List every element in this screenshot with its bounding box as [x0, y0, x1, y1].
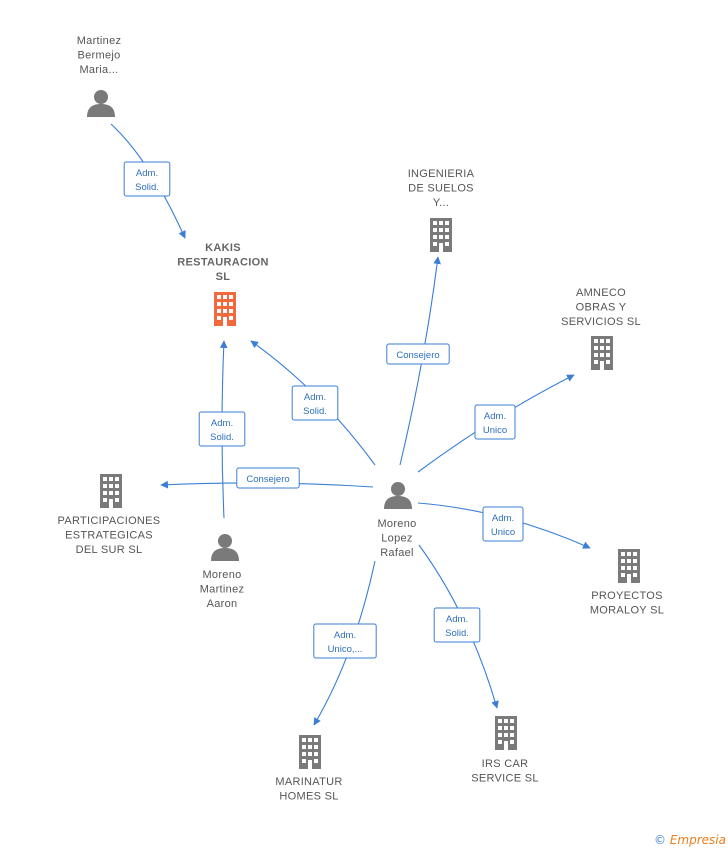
- company-building-icon[interactable]: [591, 336, 613, 370]
- node-label[interactable]: Martinez: [200, 584, 245, 596]
- node-label[interactable]: Moreno: [377, 518, 416, 530]
- edge-label-text: Unico: [483, 425, 507, 436]
- node-label[interactable]: INGENIERIA: [408, 168, 475, 180]
- node-label[interactable]: IRS CAR: [482, 758, 529, 770]
- edge-label-box[interactable]: [123, 161, 171, 197]
- node-proyectos[interactable]: PROYECTOS MORALOY SL: [590, 549, 664, 617]
- edge-label-text: Adm.: [446, 614, 468, 625]
- node-label[interactable]: Rafael: [380, 547, 414, 559]
- edge-moreno_lopez-to-ingenieria: Consejero: [386, 256, 450, 466]
- edge-moreno_lopez-to-irs: Adm. Solid.: [418, 544, 499, 709]
- edge-moreno_lopez-to-proyectos: Adm. Unico: [417, 502, 591, 549]
- edge-martinez_bermejo-to-kakis: Adm. Solid.: [110, 123, 186, 239]
- node-label[interactable]: Martinez: [77, 35, 122, 47]
- edge-label-box[interactable]: [291, 385, 339, 421]
- edge-label-text: Adm.: [136, 168, 158, 179]
- edge-label-box[interactable]: [236, 467, 300, 489]
- node-label[interactable]: Moreno: [202, 569, 241, 581]
- company-building-icon[interactable]: [100, 474, 122, 508]
- edge-label-text: Solid.: [303, 406, 327, 417]
- edge-label-text: Consejero: [246, 474, 289, 485]
- edge-label-text: Solid.: [135, 182, 159, 193]
- edge-label-text: Solid.: [445, 628, 469, 639]
- edge-label-text: Adm.: [492, 513, 514, 524]
- node-label[interactable]: SL: [216, 271, 231, 283]
- company-building-icon[interactable]: [495, 716, 517, 750]
- node-label[interactable]: MARINATUR: [275, 776, 342, 788]
- edge-moreno_lopez-to-participaciones: Consejero: [160, 467, 374, 489]
- edge-label-box[interactable]: [474, 404, 516, 440]
- edge-label-box[interactable]: [313, 623, 377, 659]
- node-ingenieria[interactable]: INGENIERIA DE SUELOS Y...: [408, 168, 475, 252]
- edge-label-text: Consejero: [396, 350, 439, 361]
- edge-moreno_lopez-to-marinatur: Adm. Unico,...: [313, 560, 377, 726]
- node-label[interactable]: DE SUELOS: [408, 183, 474, 195]
- node-label[interactable]: Y...: [433, 197, 449, 209]
- node-label[interactable]: ESTRATEGICAS: [65, 530, 153, 542]
- person-icon[interactable]: [87, 90, 115, 117]
- node-label[interactable]: HOMES SL: [279, 791, 338, 803]
- edge-moreno_lopez-to-kakis: Adm. Solid.: [250, 340, 376, 466]
- node-label[interactable]: MORALOY SL: [590, 605, 664, 617]
- edge-label-text: Unico,...: [328, 644, 363, 655]
- edge-label-box[interactable]: [482, 506, 524, 542]
- empresia-logo: Empresia: [669, 833, 726, 847]
- node-label[interactable]: Aaron: [207, 598, 238, 610]
- edge-label-text: Adm.: [211, 418, 233, 429]
- edge-label-box[interactable]: [198, 411, 246, 447]
- node-label[interactable]: PROYECTOS: [591, 590, 663, 602]
- edge-label-box[interactable]: [433, 607, 481, 643]
- edge-label-text: Solid.: [210, 432, 234, 443]
- node-irs[interactable]: IRS CAR SERVICE SL: [471, 716, 539, 785]
- node-participaciones[interactable]: PARTICIPACIONES ESTRATEGICAS DEL SUR SL: [58, 474, 161, 556]
- node-kakis[interactable]: KAKIS RESTAURACION SL: [177, 242, 268, 326]
- node-label[interactable]: Lopez: [381, 533, 412, 545]
- empresia-credit: © Empresia: [654, 833, 726, 847]
- edge-label-text: Unico: [491, 527, 515, 538]
- person-icon[interactable]: [211, 534, 239, 561]
- edge-label-text: Adm.: [484, 411, 506, 422]
- focus-company-building-icon[interactable]: [214, 292, 236, 326]
- company-building-icon[interactable]: [618, 549, 640, 583]
- node-amneco[interactable]: AMNECO OBRAS Y SERVICIOS SL: [561, 287, 641, 370]
- node-label[interactable]: KAKIS: [205, 242, 241, 254]
- edge-moreno_lopez-to-amneco: Adm. Unico: [417, 374, 575, 473]
- edge-label-text: Adm.: [334, 630, 356, 641]
- node-martinez_bermejo[interactable]: MartinezBermejoMaria...: [77, 35, 122, 117]
- edge-label-box[interactable]: [386, 343, 450, 365]
- node-marinatur[interactable]: MARINATUR HOMES SL: [275, 735, 342, 803]
- node-label[interactable]: SERVICE SL: [471, 773, 539, 785]
- company-building-icon[interactable]: [430, 218, 452, 252]
- node-label[interactable]: RESTAURACION: [177, 257, 268, 269]
- node-label[interactable]: SERVICIOS SL: [561, 316, 641, 328]
- copyright-icon: ©: [654, 833, 667, 847]
- person-icon[interactable]: [384, 482, 412, 509]
- node-label[interactable]: Bermejo: [77, 50, 120, 62]
- node-label[interactable]: DEL SUR SL: [76, 544, 143, 556]
- node-label[interactable]: Maria...: [79, 64, 118, 76]
- node-label[interactable]: OBRAS Y: [576, 302, 627, 314]
- edge-label-text: Adm.: [304, 392, 326, 403]
- node-label[interactable]: AMNECO: [576, 287, 626, 299]
- company-building-icon[interactable]: [299, 735, 321, 769]
- node-label[interactable]: PARTICIPACIONES: [58, 515, 161, 527]
- edge-moreno_martinez-to-kakis: Adm. Solid.: [198, 340, 246, 519]
